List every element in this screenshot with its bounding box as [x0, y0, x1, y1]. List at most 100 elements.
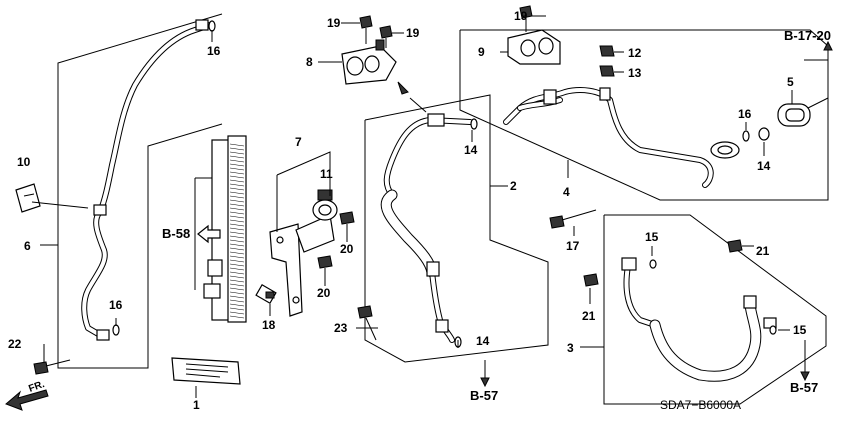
clamp-11	[312, 189, 338, 221]
callout-19-c: 19	[514, 9, 528, 23]
condenser-fin	[229, 211, 245, 215]
condenser-fin	[229, 279, 245, 283]
condenser-fin	[229, 283, 245, 287]
callout-4: 4	[563, 185, 570, 199]
callout-18: 18	[262, 318, 276, 332]
bracket-7	[269, 151, 335, 317]
callout-3: 3	[567, 341, 574, 355]
callout-9: 9	[478, 45, 485, 59]
condenser-fin	[229, 271, 245, 275]
ref-b58: B-58	[162, 226, 190, 241]
condenser-fin	[229, 295, 245, 299]
condenser-fin	[229, 215, 245, 219]
bracket-9	[507, 29, 561, 65]
callout-15-b: 15	[793, 323, 807, 337]
condenser-fin	[229, 147, 245, 151]
condenser-fin	[229, 275, 245, 279]
ac-pipe-6	[81, 19, 213, 341]
o-ring-14-c	[758, 127, 770, 141]
callout-15-a: 15	[645, 230, 659, 244]
callout-19-a: 19	[327, 16, 341, 30]
b1720-arrow-icon	[823, 40, 833, 100]
condenser-fin	[229, 255, 245, 259]
callout-6: 6	[24, 239, 31, 253]
condenser-fin	[229, 207, 245, 211]
bolt-17	[549, 209, 597, 229]
callout-19-b: 19	[406, 26, 420, 40]
condenser-fin	[229, 187, 245, 191]
condenser	[194, 135, 247, 323]
condenser-fin	[229, 235, 245, 239]
condenser-fin	[229, 143, 245, 147]
front-label: FR.	[27, 379, 46, 395]
condenser-fin	[229, 251, 245, 255]
label-plate	[171, 357, 241, 398]
callout-17: 17	[566, 239, 580, 253]
callout-22: 22	[8, 337, 22, 351]
ref-b57-left: B-57	[470, 388, 498, 403]
condenser-fin	[229, 159, 245, 163]
condenser-fin	[229, 191, 245, 195]
grommet-5	[777, 103, 811, 127]
ac-hose-2	[380, 81, 473, 343]
condenser-fin	[229, 291, 245, 295]
bracket-10	[15, 183, 41, 213]
front-arrow-icon	[5, 389, 49, 411]
condenser-fin	[229, 243, 245, 247]
nut-21-left	[583, 273, 599, 287]
b57-right-arrow-icon	[800, 340, 810, 382]
condenser-fin	[229, 195, 245, 199]
nut-12	[599, 45, 615, 57]
b58-arrow-icon	[197, 224, 221, 244]
condenser-fin	[229, 239, 245, 243]
nut-21-right	[727, 239, 743, 253]
callout-2: 2	[510, 179, 517, 193]
callout-14-c: 14	[757, 159, 771, 173]
condenser-fin	[229, 203, 245, 207]
callout-14-a: 14	[464, 143, 478, 157]
bolt-23	[357, 305, 377, 341]
condenser-fin	[229, 247, 245, 251]
condenser-fin	[229, 307, 245, 311]
ac-hose-3	[621, 257, 777, 382]
condenser-fin	[229, 303, 245, 307]
callout-5: 5	[787, 75, 794, 89]
condenser-fin	[229, 299, 245, 303]
condenser-fin	[229, 199, 245, 203]
ac-pipe-4	[503, 87, 740, 188]
callout-7: 7	[295, 135, 302, 149]
o-ring-14-a	[470, 118, 478, 130]
o-ring-16-c	[742, 130, 750, 142]
condenser-fin	[229, 287, 245, 291]
callout-11: 11	[320, 167, 333, 181]
callout-20-b: 20	[317, 286, 331, 300]
callout-21-a: 21	[582, 309, 596, 323]
bolt-19-c	[519, 5, 533, 32]
o-ring-16-b	[112, 324, 120, 336]
o-ring-16-a	[208, 20, 216, 32]
callout-13: 13	[628, 66, 642, 80]
condenser-fin	[229, 179, 245, 183]
condenser-fin	[229, 155, 245, 159]
bolt-19-a	[359, 15, 373, 44]
condenser-fin	[229, 231, 245, 235]
o-ring-15-a	[649, 259, 657, 269]
callout-16-a: 16	[207, 44, 221, 58]
leader-lines	[31, 15, 829, 362]
callout-16-b: 16	[109, 298, 123, 312]
condenser-fin	[229, 259, 245, 263]
sensor-18	[255, 283, 277, 305]
condenser-fin	[229, 167, 245, 171]
callout-12: 12	[628, 46, 642, 60]
bolt-20-lower	[317, 255, 333, 280]
frame-group-3	[603, 214, 827, 405]
bracket-8	[341, 39, 397, 85]
condenser-fin	[229, 267, 245, 271]
condenser-fin	[229, 171, 245, 175]
nut-13	[599, 65, 615, 77]
o-ring-15-b	[769, 325, 777, 335]
callout-1: 1	[193, 398, 200, 412]
frame-group-4	[459, 29, 829, 201]
frame-group-2	[364, 94, 549, 363]
